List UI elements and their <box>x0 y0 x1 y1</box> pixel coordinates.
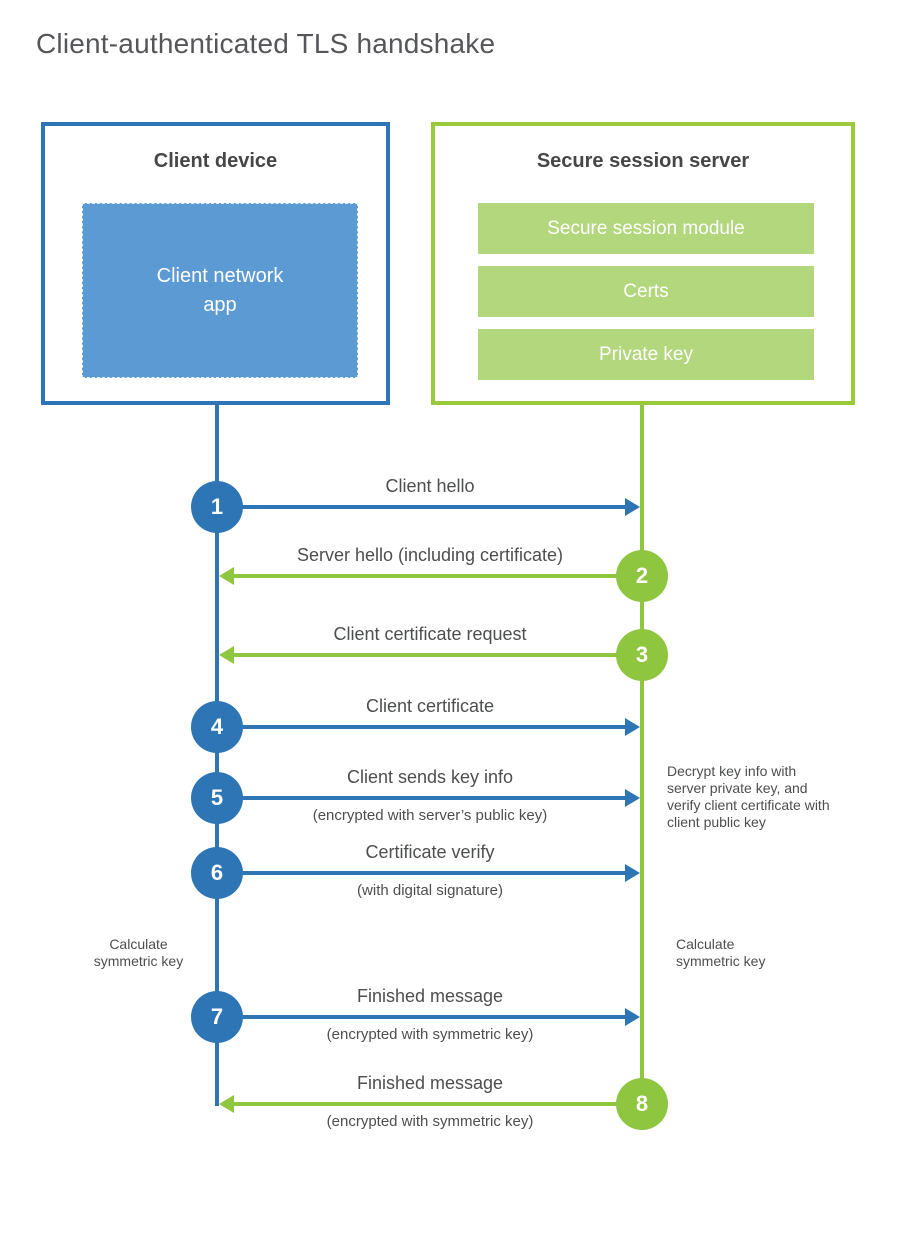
step-7-marker: 7 <box>191 991 243 1043</box>
client-network-app-label: Client network app <box>156 264 284 316</box>
client-lifeline <box>215 405 219 1106</box>
server-module-secure-session: Secure session module <box>478 203 814 254</box>
step-4-marker: 4 <box>191 701 243 753</box>
page-title: Client-authenticated TLS handshake <box>36 28 496 59</box>
step-4-arrowhead <box>625 718 640 736</box>
client-device-title: Client device <box>153 150 278 172</box>
step-5-label: Client sends key info <box>346 767 514 787</box>
step-2-arrow <box>232 574 642 578</box>
calculate-note-server: Calculate symmetric key <box>676 936 766 969</box>
step-6-marker: 6 <box>191 847 243 899</box>
step-7-arrow <box>217 1015 627 1019</box>
step-6-arrowhead <box>625 864 640 882</box>
step-1-arrow <box>217 505 627 509</box>
step-6-label: Certificate verify <box>365 842 495 862</box>
step-5-arrow <box>217 796 627 800</box>
server-lifeline <box>640 405 644 1130</box>
step-5-marker: 5 <box>191 772 243 824</box>
step-8-arrow <box>232 1102 642 1106</box>
step-5-arrowhead <box>625 789 640 807</box>
step-7-label: Finished message <box>356 986 504 1006</box>
client-network-app-box: Client network app <box>82 203 358 378</box>
step-3-arrowhead <box>219 646 234 664</box>
step-8-sublabel: (encrypted with symmetric key) <box>326 1113 534 1130</box>
server-module-certs: Certs <box>478 266 814 317</box>
step-1-label: Client hello <box>385 476 475 496</box>
secure-session-server-title: Secure session server <box>536 150 750 172</box>
server-module-private-key: Private key <box>478 329 814 380</box>
step-2-label: Server hello (including certificate) <box>296 545 564 565</box>
step-4-label: Client certificate <box>365 696 495 716</box>
calculate-note-client: Calculate symmetric key <box>93 936 184 969</box>
step-5-sublabel: (encrypted with server’s public key) <box>312 807 548 824</box>
step-7-arrowhead <box>625 1008 640 1026</box>
step-8-marker: 8 <box>616 1078 668 1130</box>
step-3-marker: 3 <box>616 629 668 681</box>
step-3-label: Client certificate request <box>333 624 527 644</box>
step-4-arrow <box>217 725 627 729</box>
step-8-arrowhead <box>219 1095 234 1113</box>
step-8-label: Finished message <box>356 1073 504 1093</box>
decrypt-note: Decrypt key info with server private key… <box>667 763 830 830</box>
step-7-sublabel: (encrypted with symmetric key) <box>326 1026 534 1043</box>
step-3-arrow <box>232 653 642 657</box>
step-6-sublabel: (with digital signature) <box>357 882 503 899</box>
step-6-arrow <box>217 871 627 875</box>
step-1-marker: 1 <box>191 481 243 533</box>
secure-session-server-box: Secure session server Secure session mod… <box>431 122 855 405</box>
client-device-box: Client device Client network app <box>41 122 390 405</box>
step-2-arrowhead <box>219 567 234 585</box>
step-1-arrowhead <box>625 498 640 516</box>
step-2-marker: 2 <box>616 550 668 602</box>
